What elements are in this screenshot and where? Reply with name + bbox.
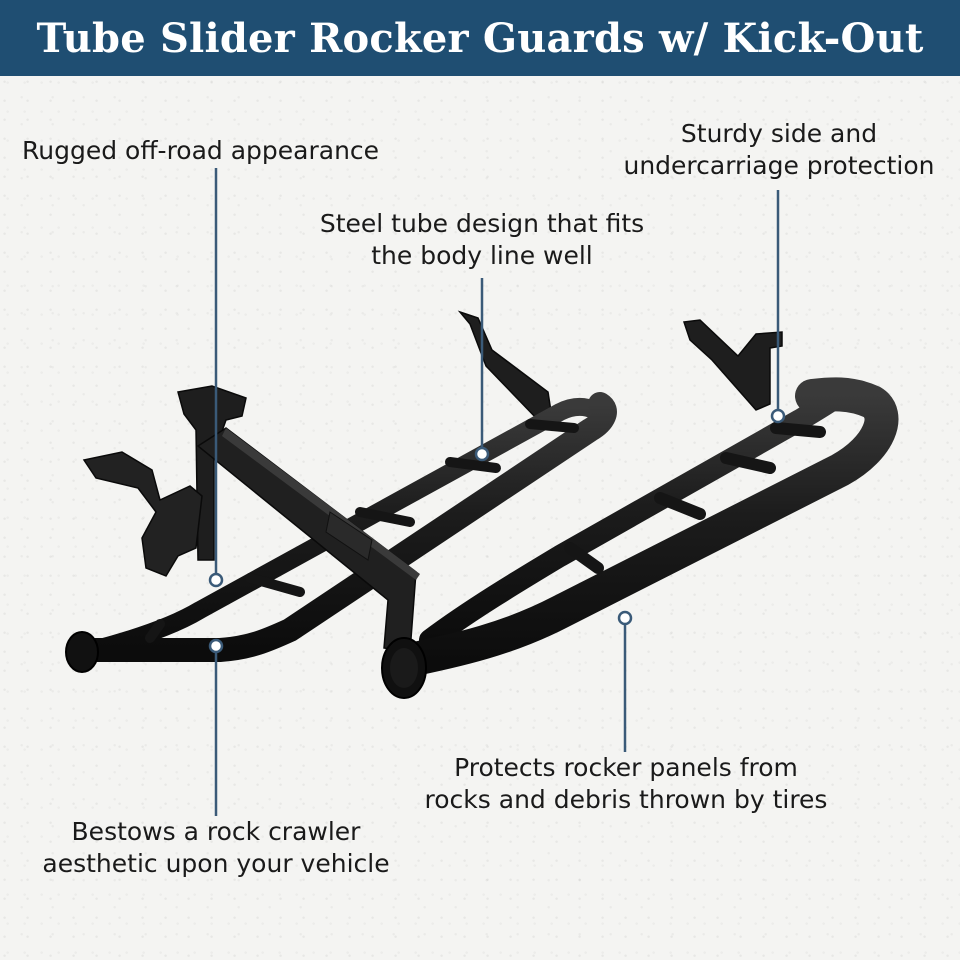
left-front-bracket [82,451,203,577]
callout-dot-rugged [208,572,224,588]
left-rocker-slider [65,310,617,673]
callout-lines [214,168,780,816]
callout-steel-line2: the body line well [371,241,593,270]
title-banner: Tube Slider Rocker Guards w/ Kick-Out [0,0,960,76]
callout-dot-steel [474,446,490,462]
callout-protects-line2: rocks and debris thrown by tires [424,785,828,814]
callout-dot-protects [617,610,633,626]
callout-bestows-line1: Bestows a rock crawler [71,817,361,846]
callout-sturdy-line1: Sturdy side and [680,119,878,148]
callout-steel-line1: Steel tube design that fits [319,209,645,238]
callout-sturdy: Sturdy side and undercarriage protection [606,118,952,182]
callout-dots [208,408,786,654]
callout-dot-bestows [208,638,224,654]
right-rocker-slider [381,319,899,699]
callout-bestows: Bestows a rock crawler aesthetic upon yo… [24,816,408,880]
left-rear-bracket [457,310,553,423]
right-rear-bracket [682,319,783,411]
callout-rugged: Rugged off-road appearance [22,135,379,167]
callout-bestows-line2: aesthetic upon your vehicle [42,849,390,878]
callout-dot-sturdy [770,408,786,424]
callout-protects-line1: Protects rocker panels from [454,753,798,782]
callout-steel: Steel tube design that fits the body lin… [300,208,664,272]
callout-sturdy-line2: undercarriage protection [623,151,935,180]
callout-protects: Protects rocker panels from rocks and de… [396,752,856,816]
callout-rugged-text: Rugged off-road appearance [22,136,380,165]
page-title: Tube Slider Rocker Guards w/ Kick-Out [36,14,924,62]
